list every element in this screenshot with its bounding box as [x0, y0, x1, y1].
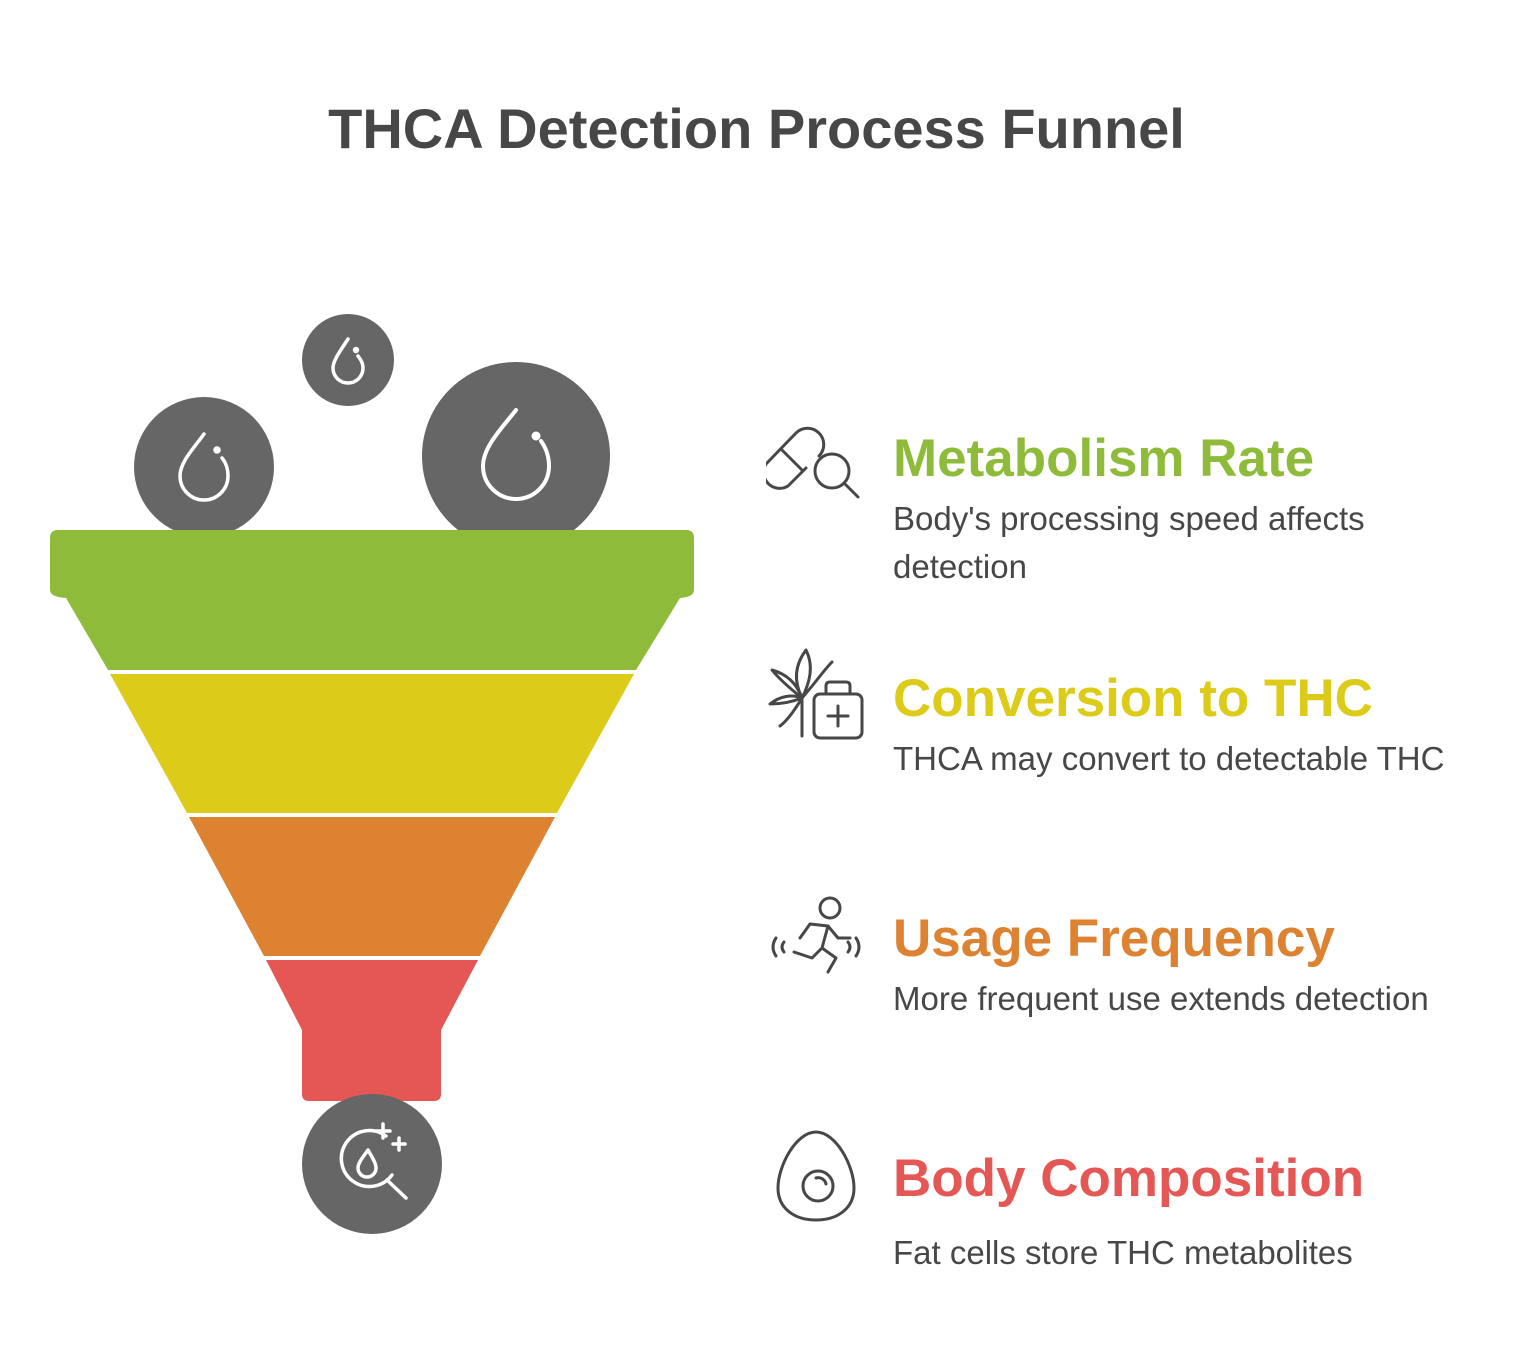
drop-icon	[178, 432, 230, 502]
item-conversion-to-thc: Conversion to THC THCA may convert to de…	[893, 672, 1493, 783]
drop-circle-large	[422, 362, 610, 550]
drop-search-sparkle-icon	[339, 1122, 408, 1200]
pill-search-icon	[766, 426, 860, 499]
running-person-icon	[771, 896, 861, 974]
item-description: Fat cells store THC metabolites	[893, 1234, 1353, 1271]
cannabis-medkit-icon	[768, 648, 864, 740]
page-title: THCA Detection Process Funnel	[328, 97, 1185, 160]
funnel-layer-3	[189, 817, 555, 956]
item-usage-frequency: Usage Frequency More frequent use extend…	[893, 912, 1493, 1023]
input-drop-small	[302, 314, 394, 406]
egg-icon	[776, 1130, 856, 1222]
item-heading: Conversion to THC	[893, 669, 1373, 728]
item-description: More frequent use extends detection	[893, 980, 1429, 1017]
item-metabolism-rate: Metabolism Rate Body's processing speed …	[893, 432, 1493, 591]
item-description: THCA may convert to detectable THC	[893, 740, 1445, 777]
item-heading: Body Composition	[893, 1149, 1365, 1208]
drop-icon	[331, 337, 365, 385]
funnel-layer-4	[266, 960, 478, 1101]
drop-icon	[481, 408, 551, 501]
drop-circle-small	[302, 314, 394, 406]
input-drop-medium	[134, 397, 274, 537]
item-body-composition: Body Composition Fat cells store THC met…	[893, 1152, 1493, 1277]
output-circle	[302, 1094, 442, 1234]
item-heading: Metabolism Rate	[893, 429, 1315, 488]
item-heading: Usage Frequency	[893, 909, 1335, 968]
output-result	[302, 1094, 442, 1234]
item-description: Body's processing speed affects detectio…	[893, 500, 1365, 585]
input-drop-large	[422, 362, 610, 550]
funnel-diagram	[50, 314, 694, 1234]
funnel-layer-1	[50, 530, 694, 670]
drop-circle-medium	[134, 397, 274, 537]
funnel-layer-2	[110, 674, 634, 813]
